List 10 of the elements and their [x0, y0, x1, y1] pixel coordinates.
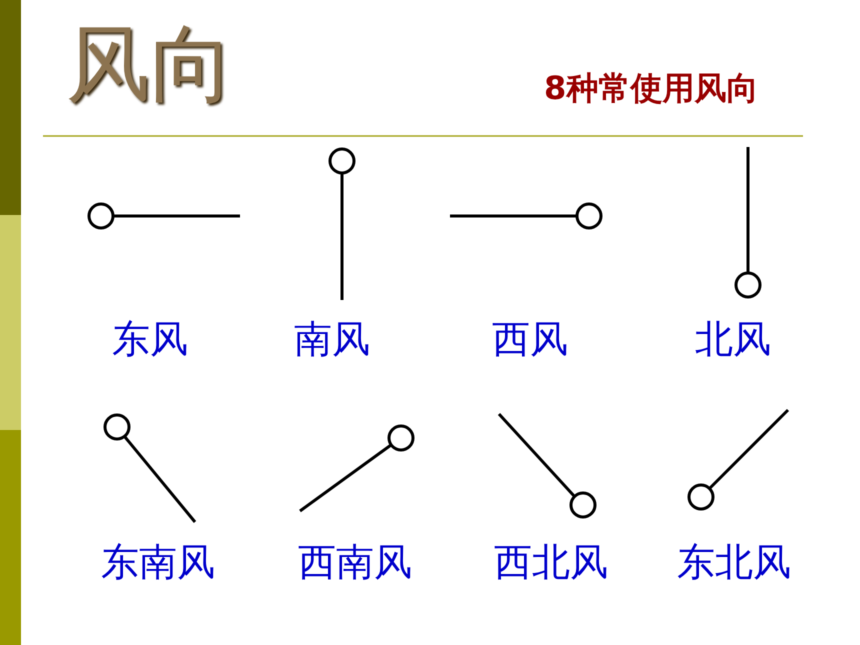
- title: 风向: [66, 18, 234, 110]
- wind-label: 西风: [492, 317, 568, 363]
- wind-label: 南风: [294, 317, 370, 363]
- wind-label: 北风: [695, 317, 771, 363]
- wind-label: 东风: [112, 317, 188, 363]
- wind-label: 西北风: [494, 540, 608, 586]
- wind-label: 西南风: [298, 540, 412, 586]
- wind-label: 东南风: [101, 540, 215, 586]
- subtitle: 8种常使用风向: [544, 69, 758, 108]
- wind-label: 东北风: [677, 540, 791, 586]
